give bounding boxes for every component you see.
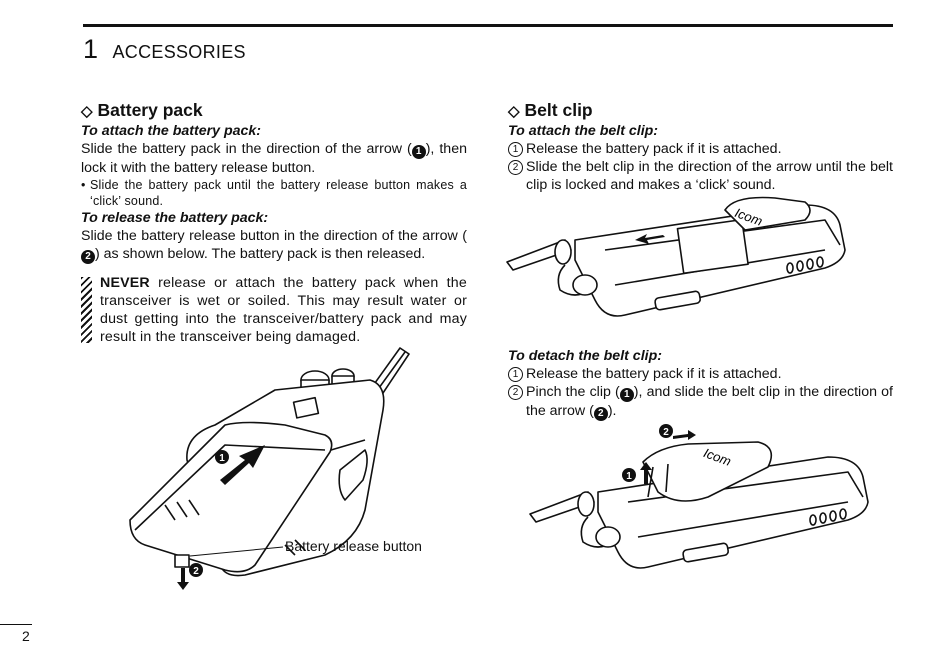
caution-note: NEVER release or attach the battery pack… (81, 274, 467, 346)
battery-release-callout: Battery release button (285, 538, 422, 554)
figure-marker-2 (189, 563, 203, 577)
battery-pack-section: ◇Battery pack To attach the battery pack… (81, 100, 467, 346)
svg-text:1: 1 (219, 453, 225, 464)
attach-clip-subheading: To attach the belt clip: (508, 123, 659, 139)
release-battery-text: Slide the battery release button in the … (81, 228, 467, 264)
belt-clip-attach-illustration: Icom (506, 196, 846, 317)
figure-marker-2 (659, 424, 673, 438)
attach-battery-bullet: Slide the battery pack until the battery… (81, 177, 467, 209)
detach-clip-subheading: To detach the belt clip: (508, 348, 662, 364)
battery-pack-heading: ◇Battery pack (81, 100, 203, 120)
attach-battery-subheading: To attach the battery pack: (81, 123, 262, 139)
attach-battery-text: Slide the battery pack in the direction … (81, 141, 467, 176)
chapter-title: ACCESSORIES (112, 42, 246, 62)
footer-rule (0, 624, 32, 625)
belt-clip-detach-illustration: Icom 1 2 (529, 424, 869, 569)
chapter-number: 1 (83, 34, 99, 64)
battery-pack-illustration: 1 2 (129, 347, 410, 590)
diamond-icon: ◇ (508, 103, 520, 120)
figure-marker-1 (622, 468, 636, 482)
chapter-heading: 1 ACCESSORIES (83, 34, 246, 65)
svg-text:1: 1 (626, 471, 632, 482)
diamond-icon: ◇ (81, 103, 93, 120)
marker-1: 1 (411, 145, 426, 159)
belt-clip-heading: ◇Belt clip (508, 100, 593, 120)
svg-text:2: 2 (193, 566, 199, 577)
svg-text:2: 2 (663, 427, 669, 438)
header-rule (83, 24, 893, 27)
figure-marker-1 (215, 450, 229, 464)
page-number: 2 (22, 628, 30, 644)
marker-2: 2 (81, 250, 95, 264)
release-battery-subheading: To release the battery pack: (81, 210, 269, 226)
caution-icon (81, 277, 92, 343)
